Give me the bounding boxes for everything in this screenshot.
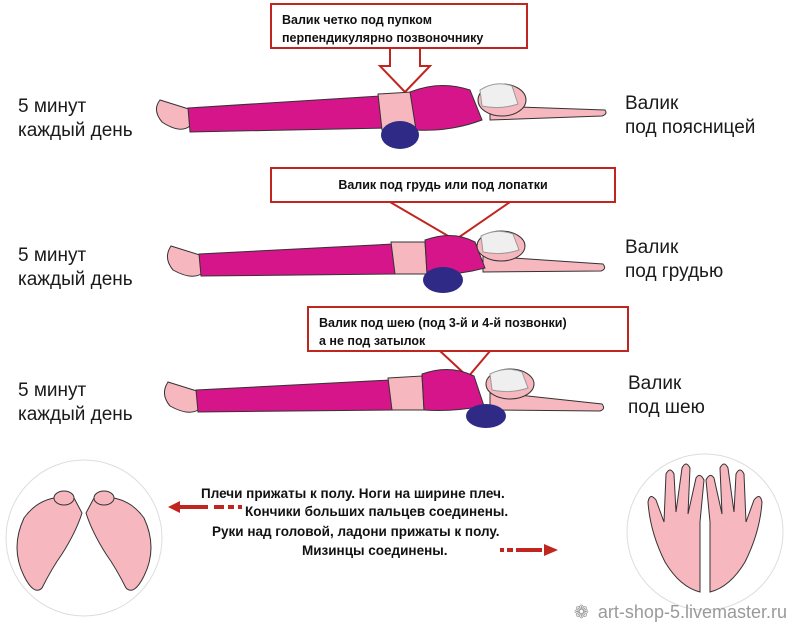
roller-position-label: под поясницей xyxy=(625,117,756,138)
feet-illustration xyxy=(5,459,163,617)
callout-box-row1: Валик четко под пупком перпендикулярно п… xyxy=(270,3,528,49)
frequency-label: каждый день xyxy=(18,269,133,290)
callout-box-row3: Валик под шею (под 3-й и 4-й позвонки) а… xyxy=(307,306,629,352)
left-text-row2: 5 минут каждый день xyxy=(18,244,133,292)
hands-illustration xyxy=(626,453,784,611)
flower-icon: ❁ xyxy=(573,602,589,622)
callout-arrow-down xyxy=(386,201,514,242)
watermark: ❁ art-shop-5.livemaster.ru xyxy=(574,602,787,623)
roller-label: Валик xyxy=(628,373,682,394)
arrow-left-icon xyxy=(168,501,242,513)
left-text-row3: 5 минут каждый день xyxy=(18,379,133,427)
woman-figure-row2 xyxy=(167,230,606,293)
duration-label: 5 минут xyxy=(18,245,87,266)
frequency-label: каждый день xyxy=(18,404,133,425)
woman-figure-row3 xyxy=(164,368,605,428)
callout-box-row2: Валик под грудь или под лопатки xyxy=(270,167,616,203)
instruction-line-1: Плечи прижаты к полу. Ноги на ширине пле… xyxy=(201,486,505,501)
callout-arrow-down xyxy=(437,350,493,379)
duration-label: 5 минут xyxy=(18,96,87,117)
instruction-line-3: Руки над головой, ладони прижаты к полу. xyxy=(212,524,500,539)
callout-text: Валик под шею (под 3-й и 4-й позвонки) xyxy=(319,316,567,330)
instruction-line-4: Мизинцы соединены. xyxy=(302,543,448,558)
right-text-row2: Валик под грудью xyxy=(625,236,723,284)
roller-label: Валик xyxy=(625,237,679,258)
arrow-right-icon xyxy=(500,544,558,556)
callout-text: а не под затылок xyxy=(319,334,426,348)
watermark-text: art-shop-5.livemaster.ru xyxy=(597,602,787,622)
callout-arrow-down xyxy=(377,47,433,94)
right-text-row1: Валик под поясницей xyxy=(625,92,755,140)
roller-position-label: под шею xyxy=(628,397,705,418)
roller-position-label: под грудью xyxy=(625,261,724,282)
roller-label: Валик xyxy=(625,93,679,114)
callout-text: Валик четко под пупком xyxy=(282,13,432,27)
callout-text: перпендикулярно позвоночнику xyxy=(282,31,484,45)
frequency-label: каждый день xyxy=(18,120,133,141)
callout-text: Валик под грудь или под лопатки xyxy=(338,178,548,192)
woman-figure-row1 xyxy=(156,83,607,149)
instruction-line-2: Кончики больших пальцев соединены. xyxy=(245,504,509,519)
left-text-row1: 5 минут каждый день xyxy=(18,95,133,143)
duration-label: 5 минут xyxy=(18,380,87,401)
right-text-row3: Валик под шею xyxy=(628,372,705,420)
